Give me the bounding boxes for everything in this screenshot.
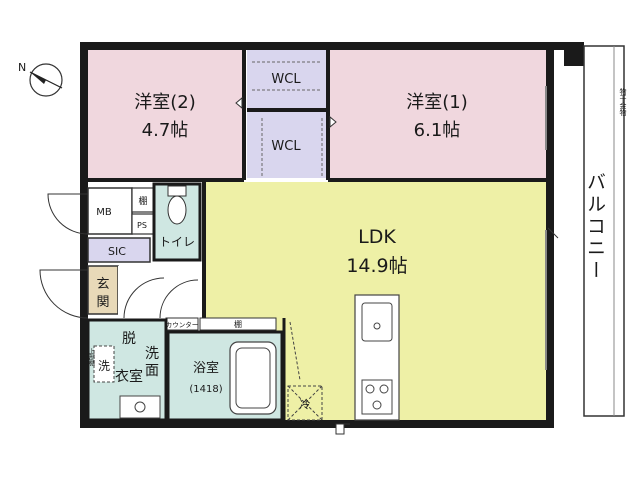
entrance-label-b: 関 [96,295,109,310]
toilet-icon [167,195,187,225]
balcony: 物干金物 バルコニー [583,45,627,417]
shelf-label: 棚 [138,195,147,207]
ldk-door-marker [335,423,345,435]
mb-door-swing [47,193,89,235]
wcl-upper-label: WCL [271,72,301,87]
western-room-2-name: 洋室(2) [134,92,196,113]
door-arrow-icon [329,115,337,129]
western-room-1-size: 6.1帖 [414,120,461,141]
balcony-label: バルコニー [584,172,606,282]
sink-icon [361,302,393,342]
shelf-2 [199,317,277,331]
front-door-swing [39,269,89,319]
ps-label: PS [137,221,147,230]
compass-north-label: N [18,61,26,74]
wcl-lower [247,112,328,178]
dressing-label-b: 衣室 [115,368,143,385]
western-room-1-name: 洋室(1) [406,92,468,113]
bathtub-icon [229,341,277,415]
toilet-label: トイレ [159,235,195,249]
bathroom-label: 浴室 [193,360,219,376]
bathroom-size: (1418) [189,384,222,395]
door-arrow-icon [235,96,243,110]
compass-axis [29,71,63,89]
drying-hardware-label: 物干金物 [619,87,627,117]
shelf-2-label: 棚 [234,319,242,329]
ldk-name: LDK [358,226,396,248]
wcl-lower-label: WCL [271,139,301,154]
washroom-label-b: 面 [145,363,159,379]
wcl-upper [247,50,328,110]
wash-basin-icon [119,395,161,419]
compass: N [18,61,63,97]
compass-needle-icon [30,72,46,84]
western-room-2-size: 4.7帖 [142,120,189,141]
sic-closet [87,237,151,263]
western-room-2 [88,50,244,178]
compass-ring [29,63,63,97]
fridge-label: 冷 [300,398,311,411]
laundry-label: 洗 [98,359,110,373]
laundry-space [93,345,115,383]
hallway [118,266,198,318]
dressing-label-a: 脱 [122,331,136,347]
hall-door-swing [123,277,165,319]
upper-shelf-note: 上部棚 [88,347,95,367]
counter-label: カウンター [166,320,199,329]
western-room-1 [330,50,546,178]
sic-label: SIC [108,245,126,258]
ldk-size: 14.9帖 [346,255,407,277]
entrance-label-a: 玄 [96,277,109,292]
mb-label: MB [96,207,112,218]
washroom-label-a: 洗 [145,346,159,362]
